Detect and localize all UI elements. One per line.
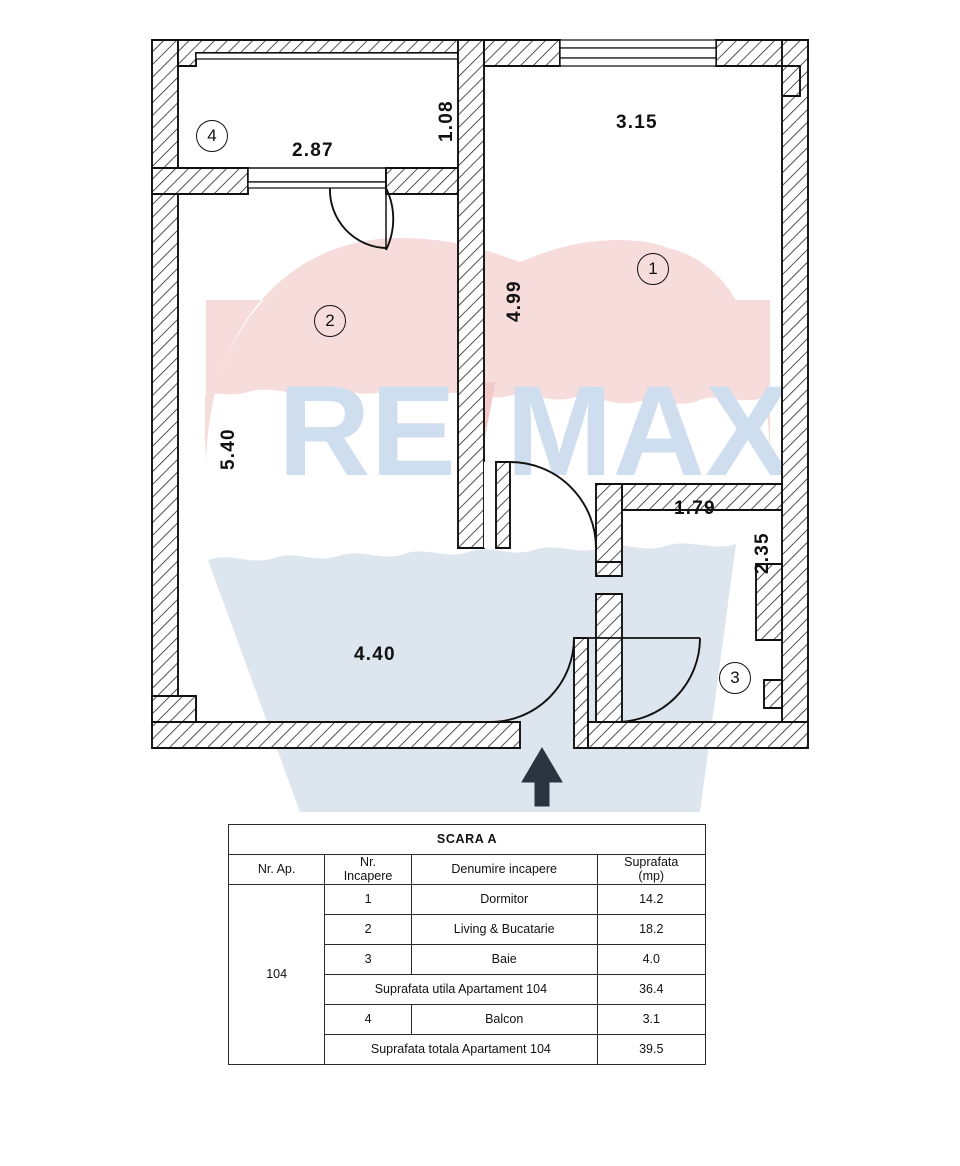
wall-right-outer [781, 39, 809, 723]
room-name-cell: Dormitor [410, 884, 598, 915]
dimension-4-40: 4.40 [354, 644, 396, 665]
table-subtotal-row: Suprafata utila Apartament 104 36.4 [229, 974, 707, 1005]
room-marker-label: 1 [648, 259, 658, 278]
wall-right-nub-top [781, 65, 801, 97]
dimension-2-87: 2.87 [292, 140, 334, 161]
wall-left-outer [151, 39, 179, 723]
wall-central-vertical [457, 39, 485, 549]
room-area-cell: 3.1 [596, 1004, 707, 1035]
room-marker-label: 4 [207, 126, 217, 145]
room-area-cell: 18.2 [596, 914, 707, 945]
balcony-rail [195, 52, 471, 60]
schedule-table: SCARA A Nr. Ap. Nr. Incapere Denumire in… [227, 824, 707, 1065]
room-name-cell: Balcon [410, 1004, 598, 1035]
subtotal-area: 36.4 [596, 974, 707, 1005]
wall-baie-left-jamb [595, 561, 623, 577]
room-no-cell: 4 [324, 1004, 412, 1035]
window-dormitor-inner [559, 47, 717, 59]
header-area-line1: Suprafata [624, 855, 679, 870]
wall-top-right-left-seg [470, 39, 561, 67]
apartment-schedule: SCARA A Nr. Ap. Nr. Incapere Denumire in… [227, 824, 707, 1065]
wall-baie-left-lower [595, 593, 623, 723]
header-apartment-no: Nr. Ap. [227, 854, 326, 885]
table-row: 4 Balcon 3.1 [229, 1004, 707, 1035]
wall-entry-jamb [573, 637, 589, 749]
wall-bottom-left-nub [151, 695, 197, 723]
table-title-row: SCARA A [228, 824, 706, 855]
balcony-door-leaf [247, 181, 387, 189]
dimension-5-40: 5.40 [218, 428, 239, 470]
room-marker-balcon: 4 [196, 120, 228, 152]
header-room-no: Nr. Incapere [324, 854, 412, 885]
room-area-cell: 4.0 [596, 944, 707, 975]
table-total-row: Suprafata totala Apartament 104 39.5 [229, 1034, 707, 1065]
balcony-door-frame [247, 167, 387, 183]
total-label: Suprafata totala Apartament 104 [324, 1034, 598, 1065]
door-swing-balcon-arc [329, 187, 387, 249]
subtotal-label: Suprafata utila Apartament 104 [324, 974, 598, 1005]
header-room-no-line1: Nr. [360, 855, 377, 870]
wall-right-pilaster-low [763, 679, 783, 709]
wall-door-jamb-living [495, 461, 511, 549]
room-marker-dormitor: 1 [637, 253, 669, 285]
header-room-no-line2: Incapere [343, 868, 393, 883]
room-name-cell: Living & Bucatarie [410, 914, 598, 945]
header-area: Suprafata (mp) [596, 854, 707, 885]
window-dormitor-sill [559, 57, 717, 67]
room-name-cell: Baie [410, 944, 598, 975]
header-area-line2: (mp) [638, 868, 665, 883]
wall-bottom-left [151, 721, 521, 749]
dimension-4-99: 4.99 [504, 280, 525, 322]
room-marker-living: 2 [314, 305, 346, 337]
table-row: 104 1 Dormitor 14.2 [227, 884, 707, 1065]
room-no-cell: 2 [324, 914, 412, 945]
door-swing-entry-outer [615, 637, 701, 723]
entrance-arrow-icon [521, 747, 563, 807]
wall-balcony-bottom-left [151, 167, 249, 195]
wall-bottom-right [587, 721, 809, 749]
wall-right-pilaster-mid [755, 563, 783, 641]
dimension-3-15: 3.15 [616, 112, 658, 133]
door-swing-entry [489, 637, 575, 723]
door-swing-balcon [385, 187, 395, 251]
door-swings [329, 187, 701, 723]
apartment-number-cell: 104 [227, 884, 326, 1065]
door-swing-baie [509, 461, 597, 549]
room-marker-baie: 3 [719, 662, 751, 694]
table-row: 2 Living & Bucatarie 18.2 [229, 914, 707, 945]
total-area: 39.5 [596, 1034, 707, 1065]
window-dormitor-outer [559, 39, 717, 49]
table-header-row: Nr. Ap. Nr. Incapere Denumire incapere S… [227, 854, 707, 885]
wall-baie-left-upper [595, 483, 623, 563]
table-title: SCARA A [228, 824, 706, 855]
walls [151, 39, 809, 749]
room-marker-label: 2 [325, 311, 335, 330]
header-room-name: Denumire incapere [410, 854, 598, 885]
room-area-cell: 14.2 [596, 884, 707, 915]
dimension-2-35: 2.35 [752, 532, 773, 574]
room-marker-label: 3 [730, 668, 740, 687]
room-no-cell: 3 [324, 944, 412, 975]
room-no-cell: 1 [324, 884, 412, 915]
dimension-1-79: 1.79 [674, 498, 716, 519]
dimension-1-08: 1.08 [436, 100, 457, 142]
